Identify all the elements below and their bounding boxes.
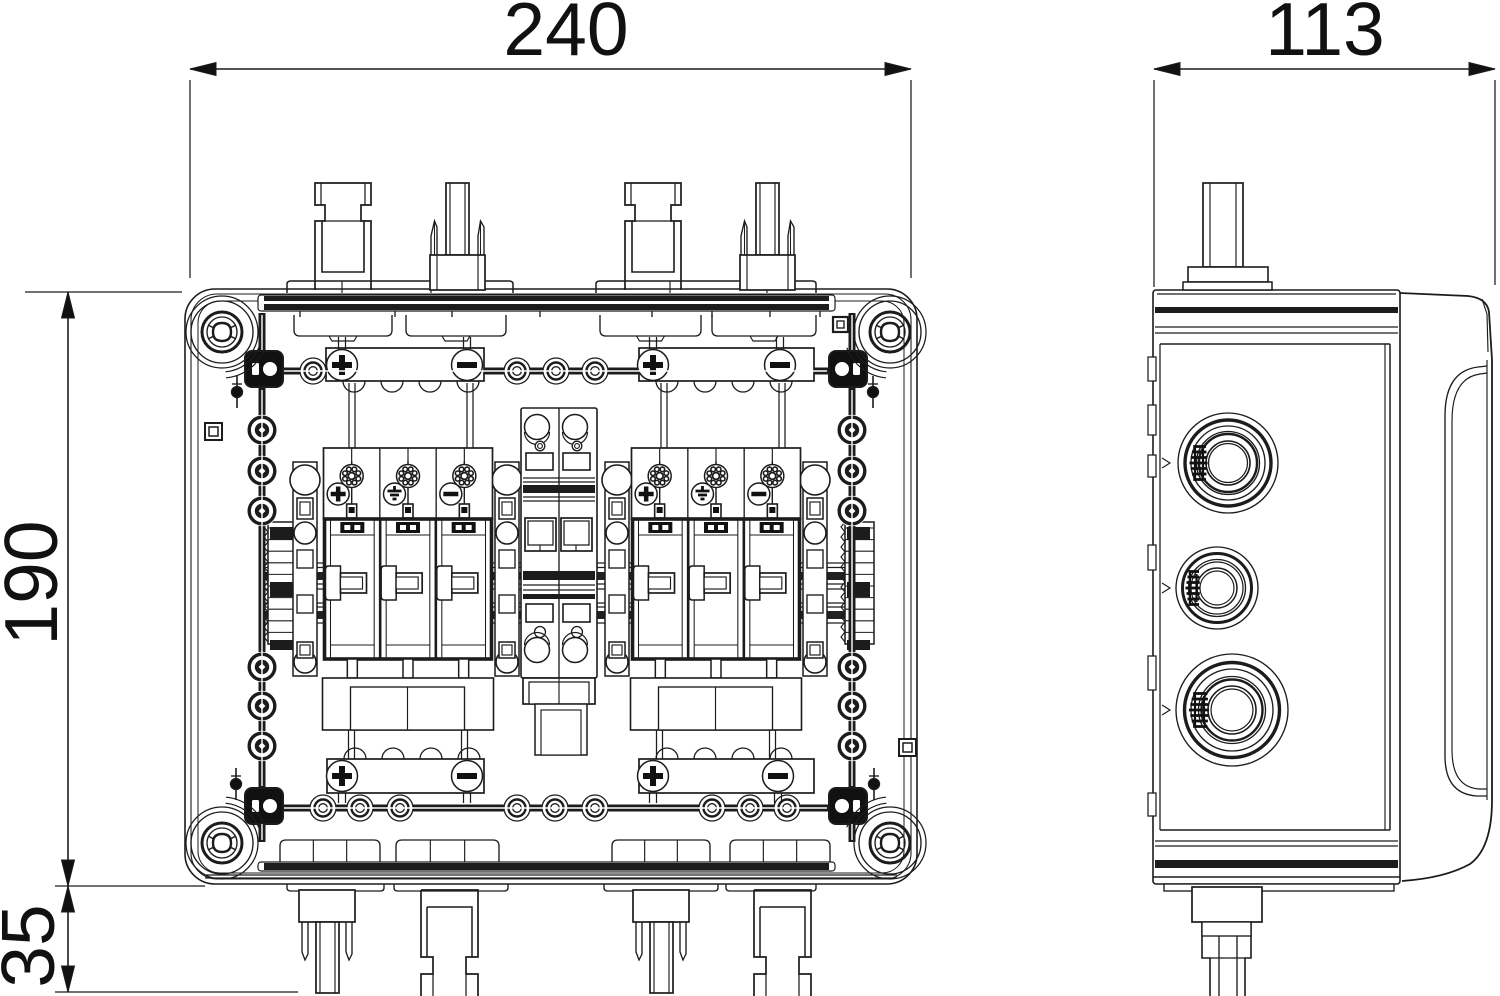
svg-text:190: 190 — [0, 520, 73, 645]
svg-text:113: 113 — [1265, 0, 1385, 71]
svg-text:35: 35 — [0, 904, 70, 987]
svg-text:240: 240 — [503, 0, 628, 71]
